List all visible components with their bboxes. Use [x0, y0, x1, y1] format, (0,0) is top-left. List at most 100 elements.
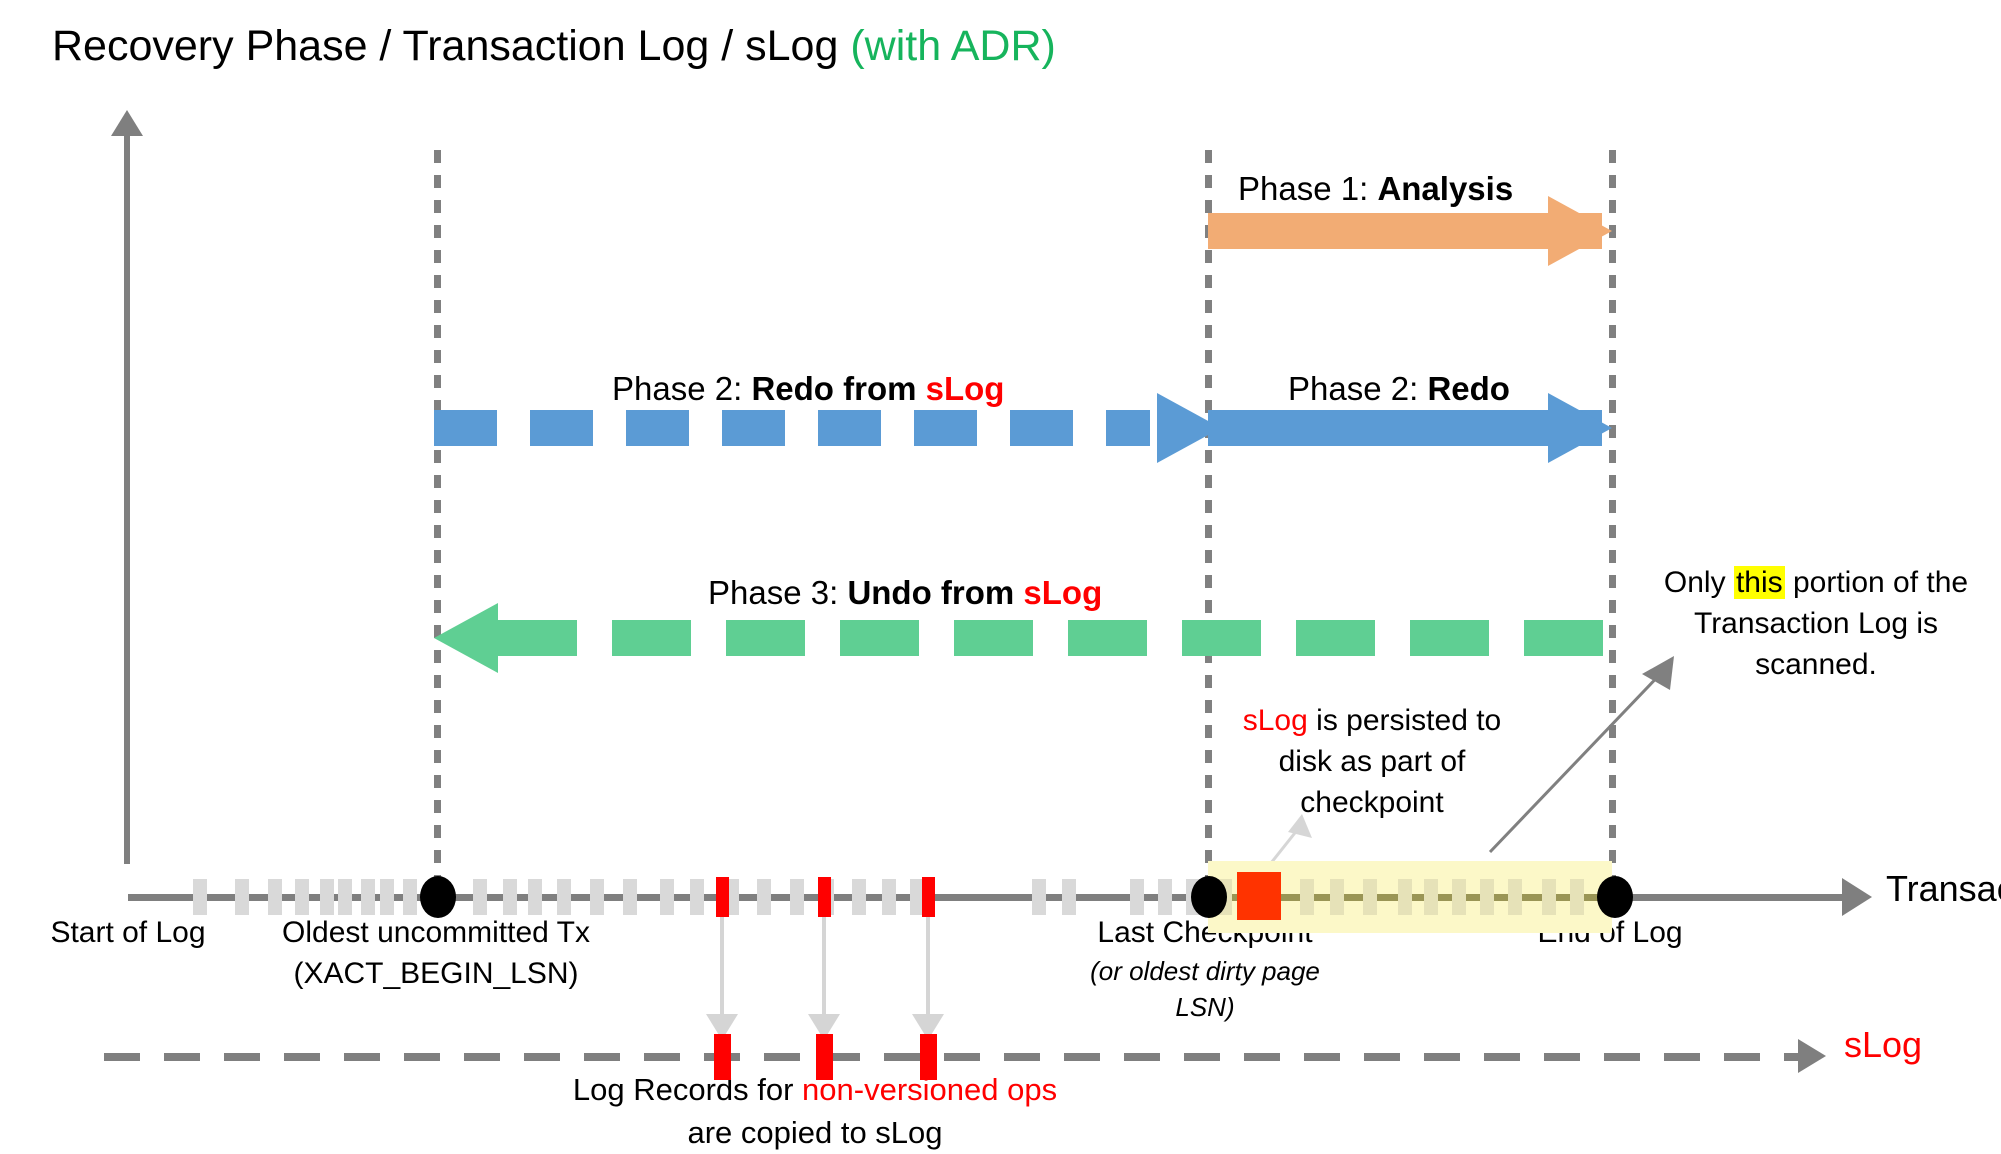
- slog-caption-line2: are copied to sLog: [687, 1115, 943, 1150]
- slog-line: [104, 1053, 1804, 1061]
- slog-record-tick: [714, 1034, 731, 1080]
- vertical-axis-arrowhead-icon: [111, 110, 143, 136]
- oldest-uncommitted-tx-dot: [420, 876, 456, 918]
- log-record-tick: [852, 879, 866, 915]
- last-checkpoint-label-line2: (or oldest dirty page: [1090, 956, 1320, 986]
- log-record-tick: [790, 879, 804, 915]
- log-record-tick-highlighted: [1508, 879, 1522, 915]
- log-record-tick: [660, 879, 674, 915]
- phase-3-label-accent: sLog: [1023, 574, 1103, 611]
- log-record-tick: [295, 879, 309, 915]
- scan-note-arrow-icon: [1488, 656, 1674, 854]
- log-record-tick: [910, 879, 924, 915]
- copy-to-slog-arrow-stem: [926, 912, 930, 1018]
- guideline-last-checkpoint: [1205, 150, 1212, 895]
- start-of-log-label: Start of Log: [50, 916, 206, 949]
- phase-2-slog-arrow-body: [434, 410, 1150, 446]
- log-record-tick: [338, 879, 352, 915]
- phase-3-label: Phase 3: Undo from sLog: [708, 574, 1102, 612]
- log-record-tick-highlighted: [1398, 879, 1412, 915]
- log-record-tick-highlighted: [1542, 879, 1556, 915]
- log-record-tick: [623, 879, 637, 915]
- transaction-log-axis-label: Transaction Log: [1886, 868, 2001, 909]
- log-record-tick: [882, 879, 896, 915]
- copy-to-slog-arrow-stem: [720, 912, 724, 1018]
- phase-3-undo-from-slog-arrow: [434, 603, 1614, 673]
- log-record-tick-highlighted: [1570, 879, 1584, 915]
- phase-2-redo-from-slog-arrow: [434, 393, 1224, 463]
- scan-note-highlight: this: [1733, 566, 1785, 599]
- slog-axis-label: sLog: [1844, 1024, 1923, 1065]
- log-record-tick-highlighted: [1300, 879, 1314, 915]
- phase-3-arrow-head-icon: [434, 603, 498, 673]
- phase-2-redo-arrow: [1208, 393, 1612, 463]
- log-record-tick: [268, 879, 282, 915]
- scan-note-line1-a: Only: [1663, 566, 1734, 599]
- phase-1-arrow-head-icon: [1548, 196, 1612, 266]
- phase-2-slog-label-prefix: Phase 2:: [612, 370, 752, 407]
- phase-1-label-bold: Analysis: [1377, 170, 1514, 207]
- oldest-uncommitted-tx-label: Oldest uncommitted Tx (XACT_BEGIN_LSN): [236, 912, 636, 994]
- slog-record-tick: [920, 1034, 937, 1080]
- phase-2-label: Phase 2: Redo: [1288, 370, 1510, 408]
- log-record-tick: [590, 879, 604, 915]
- phase-2-arrow-head-icon: [1548, 393, 1612, 463]
- log-record-tick: [1130, 879, 1144, 915]
- log-record-tick: [1032, 879, 1046, 915]
- log-record-tick: [1062, 879, 1076, 915]
- slog-caption: Log Records for non-versioned ops are co…: [470, 1068, 1160, 1154]
- log-record-tick: [690, 879, 704, 915]
- scan-note: Only this portion of the Transaction Log…: [1646, 562, 1986, 685]
- guideline-end-of-log: [1609, 150, 1616, 895]
- copy-to-slog-arrow-stem: [822, 912, 826, 1018]
- checkpoint-note-line2: disk as part of: [1278, 745, 1466, 778]
- phase-2-label-prefix: Phase 2:: [1288, 370, 1428, 407]
- scan-note-line1-b: portion of the: [1784, 566, 1969, 599]
- non-versioned-log-record-tick: [716, 877, 729, 917]
- end-of-log-dot: [1597, 876, 1633, 918]
- phase-3-arrow-body: [498, 620, 1612, 656]
- page-title-main: Recovery Phase / Transaction Log / sLog: [52, 22, 851, 70]
- phase-1-label: Phase 1: Analysis: [1238, 170, 1513, 208]
- phase-2-slog-label: Phase 2: Redo from sLog: [612, 370, 1004, 408]
- checkpoint-note-line3: checkpoint: [1300, 786, 1444, 819]
- log-record-tick: [1158, 879, 1172, 915]
- non-versioned-log-record-tick: [922, 877, 935, 917]
- guideline-oldest-uncommitted-tx: [434, 150, 441, 895]
- transaction-log-arrowhead-icon: [1842, 878, 1872, 916]
- transaction-log-line: [128, 894, 1848, 901]
- oldest-uncommitted-tx-label-line2: (XACT_BEGIN_LSN): [293, 957, 579, 990]
- log-record-tick-highlighted: [1424, 879, 1438, 915]
- phase-1-arrow-body: [1208, 213, 1602, 249]
- phase-3-label-bold: Undo from: [847, 574, 1024, 611]
- log-record-tick-highlighted: [1330, 879, 1344, 915]
- page-title-adr: (with ADR): [850, 22, 1056, 70]
- last-checkpoint-label-sub: (or oldest dirty page LSN): [1060, 953, 1350, 1025]
- log-record-tick-highlighted: [1480, 879, 1494, 915]
- log-record-tick: [473, 879, 487, 915]
- log-record-tick: [528, 879, 542, 915]
- log-record-tick: [320, 879, 334, 915]
- last-checkpoint-label-line3: LSN): [1175, 992, 1235, 1022]
- checkpoint-note: sLog is persisted to disk as part of che…: [1222, 700, 1522, 823]
- phase-1-label-prefix: Phase 1:: [1238, 170, 1378, 207]
- non-versioned-log-record-tick: [818, 877, 831, 917]
- phase-2-slog-label-accent: sLog: [925, 370, 1005, 407]
- checkpoint-note-accent: sLog: [1242, 704, 1308, 737]
- last-checkpoint-dot: [1191, 876, 1227, 918]
- log-record-tick: [380, 879, 394, 915]
- checkpoint-note-line1: is persisted to: [1307, 704, 1502, 737]
- slog-caption-line1-plain: Log Records for: [572, 1072, 803, 1107]
- log-record-tick: [193, 879, 207, 915]
- phase-2-arrow-body: [1208, 410, 1602, 446]
- scan-note-line2: Transaction Log is scanned.: [1693, 607, 1938, 681]
- phase-2-slog-label-bold: Redo from: [751, 370, 926, 407]
- page-title: Recovery Phase / Transaction Log / sLog …: [52, 18, 1056, 74]
- log-record-tick: [361, 879, 375, 915]
- vertical-axis-line: [124, 124, 130, 864]
- phase-3-label-prefix: Phase 3:: [708, 574, 848, 611]
- oldest-uncommitted-tx-label-line1: Oldest uncommitted Tx: [282, 916, 590, 949]
- phase-1-analysis-arrow: [1208, 196, 1612, 266]
- log-record-tick-highlighted: [1363, 879, 1377, 915]
- log-record-tick: [557, 879, 571, 915]
